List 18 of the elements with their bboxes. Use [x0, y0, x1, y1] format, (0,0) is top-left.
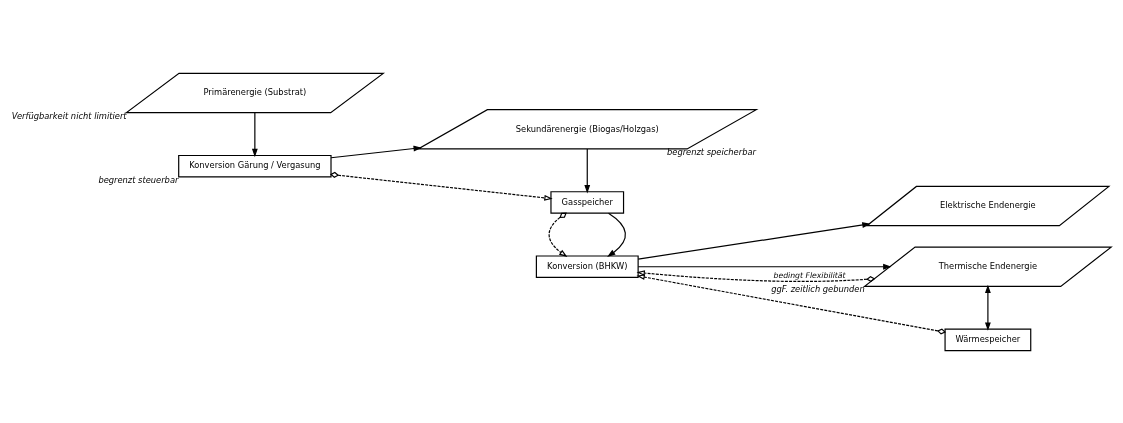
arrow: [329, 171, 553, 201]
arrow: [251, 111, 258, 157]
node-label: begrenzt steuerbar: [98, 174, 179, 185]
arrow: [330, 145, 422, 158]
arrow: [637, 221, 871, 260]
node-box: Konversion (BHKW): [535, 254, 639, 278]
node-label: ggF. zeitlich gebunden: [771, 283, 865, 294]
arrow: [548, 212, 568, 257]
arrow: [636, 273, 947, 335]
node-label: Verfügbarkeit nicht limitiert: [11, 110, 127, 121]
arrow: [636, 269, 876, 282]
node-box: Konversion Gärung / Vergasung: [178, 154, 332, 177]
arrow: [584, 147, 591, 193]
node-box: Gasspeicher: [550, 190, 625, 214]
node-box: Wärmespeicher: [944, 328, 1032, 351]
arrow: [607, 212, 626, 257]
arrow: [637, 263, 892, 270]
arrow: [985, 284, 991, 331]
